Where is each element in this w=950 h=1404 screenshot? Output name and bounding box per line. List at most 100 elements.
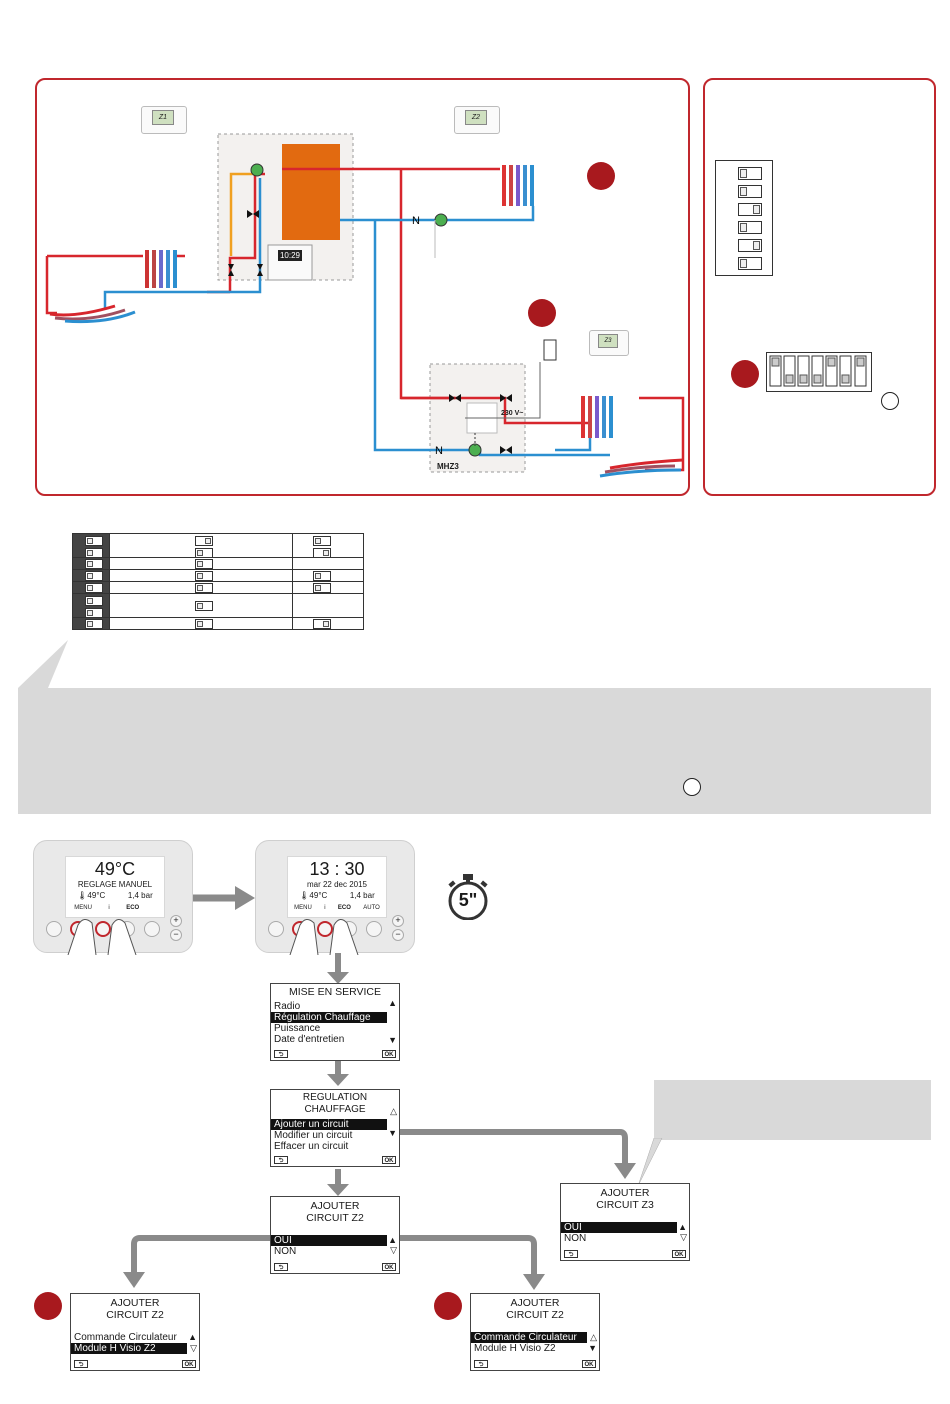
option-non[interactable]: NON bbox=[564, 1233, 587, 1244]
module-voltage: 230 V~ bbox=[501, 410, 524, 417]
option-oui[interactable]: OUI bbox=[561, 1222, 677, 1233]
controller-right-date: mar 22 dec 2015 bbox=[306, 880, 368, 889]
arrow-controller-right bbox=[193, 886, 255, 910]
ok-key[interactable]: OK bbox=[582, 1360, 596, 1368]
switch-5[interactable] bbox=[738, 239, 762, 252]
hydraulic-diagram-panel: N N Z1 Z2 Z3 10:29 230 V~ MHZ3 bbox=[35, 78, 690, 496]
screen-regulation-chauffage: REGULATION CHAUFFAGE Ajouter un circuit … bbox=[270, 1089, 400, 1167]
option-commande-circulateur[interactable]: Commande Circulateur bbox=[471, 1332, 587, 1343]
menu-item-date-entretien[interactable]: Date d'entretien bbox=[274, 1034, 345, 1045]
controller-right-minus-key[interactable]: − bbox=[392, 929, 404, 941]
stopwatch-icon: 5" bbox=[446, 874, 490, 921]
scroll-down-icon[interactable]: ▽ bbox=[190, 1343, 197, 1353]
thermostat-z1-label: Z1 bbox=[152, 110, 174, 125]
ok-key[interactable]: OK bbox=[382, 1263, 396, 1271]
scroll-up-icon[interactable]: ▲ bbox=[388, 998, 397, 1008]
menu-item-effacer-circuit[interactable]: Effacer un circuit bbox=[274, 1141, 349, 1152]
ok-key[interactable]: OK bbox=[182, 1360, 196, 1368]
screen-ajouter-circuit-z3: AJOUTER CIRCUIT Z3 OUI NON ▲ ▽ ⮌ OK bbox=[560, 1183, 690, 1261]
menu-item-modifier-circuit[interactable]: Modifier un circuit bbox=[274, 1130, 353, 1141]
scroll-up-icon[interactable]: △ bbox=[590, 1332, 597, 1342]
back-key[interactable]: ⮌ bbox=[474, 1360, 488, 1368]
scroll-down-icon[interactable]: ▽ bbox=[680, 1232, 687, 1242]
controller-right-key-5[interactable] bbox=[366, 921, 382, 937]
option-commande-circulateur[interactable]: Commande Circulateur bbox=[74, 1332, 177, 1343]
radiator-bottom-icon bbox=[581, 396, 613, 438]
back-key[interactable]: ⮌ bbox=[274, 1050, 288, 1058]
red-marker-switches bbox=[731, 360, 759, 388]
ring-marker-band bbox=[683, 778, 701, 796]
controller-left: 49°C REGLAGE MANUEL 🌡49°C 1,4 bar MENU i… bbox=[33, 840, 193, 955]
controller-left-info-key[interactable] bbox=[95, 921, 111, 937]
controller-left-plus-key[interactable]: + bbox=[170, 915, 182, 927]
controller-right-stat1: 🌡49°C bbox=[299, 891, 328, 900]
scroll-down-icon[interactable]: ▽ bbox=[390, 1245, 397, 1255]
red-marker-z3 bbox=[528, 299, 556, 327]
config-table bbox=[72, 533, 364, 630]
thermostat-z3: Z3 bbox=[589, 330, 629, 356]
screen-mise-en-service: MISE EN SERVICE Radio Régulation Chauffa… bbox=[270, 983, 400, 1061]
back-key[interactable]: ⮌ bbox=[274, 1263, 288, 1271]
scroll-down-icon[interactable]: ▼ bbox=[588, 1343, 597, 1353]
screen-z2-module-selected: AJOUTER CIRCUIT Z2 Commande Circulateur … bbox=[70, 1293, 200, 1371]
hydraulic-diagram: N N bbox=[45, 133, 685, 478]
option-module-h-visio[interactable]: Module H Visio Z2 bbox=[474, 1343, 556, 1354]
stopwatch-label: 5" bbox=[458, 890, 478, 910]
option-module-h-visio[interactable]: Module H Visio Z2 bbox=[71, 1343, 187, 1354]
screen-z2-circulateur-selected: AJOUTER CIRCUIT Z2 Commande Circulateur … bbox=[470, 1293, 600, 1371]
controller-left-btn3: ECO bbox=[126, 905, 140, 911]
switch-1[interactable] bbox=[738, 167, 762, 180]
radiator-top-right-icon bbox=[502, 165, 534, 206]
option-oui[interactable]: OUI bbox=[271, 1235, 387, 1246]
boiler-clock: 10:29 bbox=[278, 250, 302, 261]
controller-left-key-5[interactable] bbox=[144, 921, 160, 937]
back-key[interactable]: ⮌ bbox=[274, 1156, 288, 1164]
controller-left-key-1[interactable] bbox=[46, 921, 62, 937]
fingers-right-icon bbox=[289, 919, 359, 955]
controller-right-time: 13 : 30 bbox=[309, 859, 365, 879]
back-key[interactable]: ⮌ bbox=[564, 1250, 578, 1258]
module-label: MHZ3 bbox=[437, 462, 459, 471]
menu-item-radio[interactable]: Radio bbox=[274, 1001, 301, 1012]
screen-add-z3-title1: AJOUTER bbox=[600, 1187, 650, 1199]
back-key[interactable]: ⮌ bbox=[74, 1360, 88, 1368]
switch-4[interactable] bbox=[738, 221, 762, 234]
controller-right-btn1: MENU bbox=[294, 905, 312, 911]
scroll-down-icon[interactable]: ▼ bbox=[388, 1035, 397, 1045]
controller-right: 13 : 30 mar 22 dec 2015 🌡49°C 1,4 bar ME… bbox=[255, 840, 415, 955]
scroll-down-icon[interactable]: ▼ bbox=[388, 1128, 397, 1138]
controller-right-btn3: ECO bbox=[337, 905, 351, 911]
ok-key[interactable]: OK bbox=[382, 1156, 396, 1164]
gray-note-band bbox=[18, 688, 931, 814]
switch-6[interactable] bbox=[738, 257, 762, 270]
controller-left-minus-key[interactable]: − bbox=[170, 929, 182, 941]
screen-left-z2-title2: CIRCUIT Z2 bbox=[106, 1309, 164, 1321]
controller-right-key-1[interactable] bbox=[268, 921, 284, 937]
controller-left-stat2: 1,4 bar bbox=[127, 891, 153, 900]
screen-ajouter-circuit-z2: AJOUTER CIRCUIT Z2 OUI NON ▲ ▽ ⮌ OK bbox=[270, 1196, 400, 1274]
controller-right-plus-key[interactable]: + bbox=[392, 915, 404, 927]
scroll-up-icon[interactable]: △ bbox=[390, 1106, 397, 1116]
menu-item-puissance[interactable]: Puissance bbox=[274, 1023, 321, 1034]
menu-item-ajouter-circuit[interactable]: Ajouter un circuit bbox=[271, 1119, 387, 1130]
red-marker-option-a bbox=[34, 1292, 62, 1320]
screen-add-z3-title2: CIRCUIT Z3 bbox=[596, 1199, 654, 1211]
scroll-up-icon[interactable]: ▲ bbox=[188, 1332, 197, 1342]
dip-switch-row-graphic bbox=[769, 355, 867, 387]
option-non[interactable]: NON bbox=[274, 1246, 297, 1257]
ok-key[interactable]: OK bbox=[382, 1050, 396, 1058]
controller-right-info-key[interactable] bbox=[317, 921, 333, 937]
pump-z3-icon bbox=[468, 443, 482, 457]
switch-3[interactable] bbox=[738, 203, 762, 216]
controller-left-btn2: i bbox=[108, 905, 110, 911]
svg-text:N: N bbox=[435, 445, 443, 457]
screen-left-z2-title1: AJOUTER bbox=[110, 1297, 160, 1309]
ok-key[interactable]: OK bbox=[672, 1250, 686, 1258]
switch-2[interactable] bbox=[738, 185, 762, 198]
screen-mise-title: MISE EN SERVICE bbox=[289, 986, 381, 998]
controller-left-mode: REGLAGE MANUEL bbox=[77, 880, 153, 889]
scroll-up-icon[interactable]: ▲ bbox=[678, 1222, 687, 1232]
scroll-up-icon[interactable]: ▲ bbox=[388, 1235, 397, 1245]
menu-item-regulation-chauffage[interactable]: Régulation Chauffage bbox=[271, 1012, 387, 1023]
callout-pointer bbox=[18, 640, 68, 688]
